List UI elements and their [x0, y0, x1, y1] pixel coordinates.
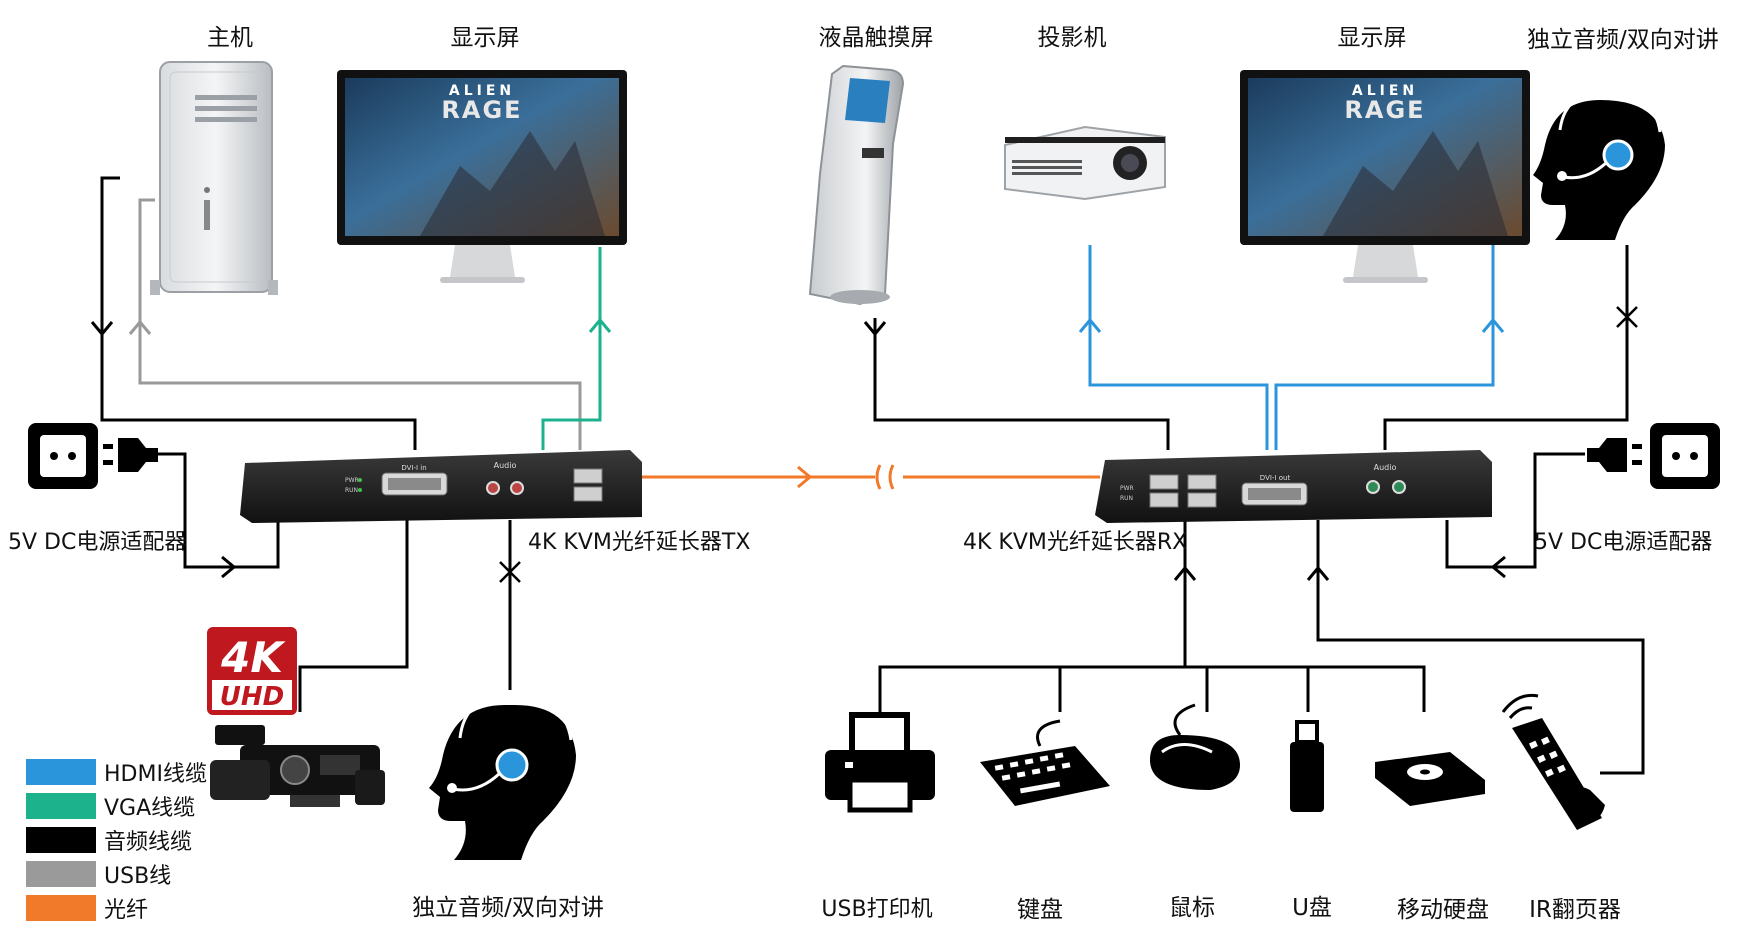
legend-item-vga: VGA线缆	[26, 790, 195, 822]
cable-rx-ir	[1316, 520, 1645, 775]
cables	[90, 176, 1645, 775]
label-host: 主机	[207, 25, 253, 51]
legend-swatch	[26, 827, 96, 853]
cable-usb-bus	[878, 665, 1426, 712]
legend-swatch	[26, 759, 96, 785]
tx-extender-image: DVI-I in PWR RUN Audio	[240, 450, 642, 523]
svg-text:Audio: Audio	[494, 461, 517, 470]
fiber-break	[875, 464, 895, 490]
screen-art-line2: RAGE	[441, 96, 522, 124]
label-ir: IR翻页器	[1529, 897, 1621, 923]
svg-text:4K: 4K	[220, 633, 286, 682]
svg-text:DVI-I out: DVI-I out	[1260, 474, 1291, 482]
label-printer: USB打印机	[821, 897, 933, 922]
projector-image	[1004, 125, 1166, 201]
label-projector: 投影机	[1037, 25, 1107, 51]
hdd-icon	[1375, 752, 1485, 806]
label-headset-rx: 独立音频/双向对讲	[1527, 27, 1719, 53]
cable-power-right	[1445, 452, 1585, 569]
cable-rx-headset	[1383, 245, 1629, 450]
touch-kiosk-image	[808, 64, 905, 306]
cable-tx-monitor-vga	[541, 247, 602, 450]
rx-extender-image: DVI-I out PWR RUN Audio	[1095, 450, 1492, 523]
svg-text:Audio: Audio	[1374, 463, 1397, 472]
monitor-rx-image: ALIEN RAGE	[1240, 70, 1530, 283]
ir-remote-icon	[1501, 693, 1605, 830]
legend-item-usb: USB线	[26, 858, 171, 890]
svg-text:RUN: RUN	[345, 487, 358, 494]
screen-art-line1: ALIEN	[449, 83, 515, 99]
power-right-image	[1587, 423, 1720, 489]
legend-swatch	[26, 793, 96, 819]
host-pc-image	[150, 61, 278, 295]
label-tx-extender: 4K KVM光纤延长器TX	[528, 530, 751, 555]
legend-label: HDMI线缆	[104, 762, 207, 787]
camera-image	[210, 725, 385, 807]
cable-host-tx-usb	[138, 198, 582, 450]
legend-swatch	[26, 895, 96, 921]
monitor-tx-image: ALIEN RAGE	[337, 70, 627, 283]
label-mouse: 鼠标	[1169, 895, 1215, 921]
printer-icon	[825, 712, 935, 813]
label-keyboard: 键盘	[1017, 897, 1063, 923]
udisk-icon	[1290, 720, 1324, 812]
cable-rx-monitor-hdmi	[1274, 245, 1495, 450]
legend-item-hdmi: HDMI线缆	[26, 756, 207, 788]
label-touch-screen: 液晶触摸屏	[818, 25, 934, 51]
legend-label: 音频线缆	[104, 830, 193, 855]
svg-text:PWR: PWR	[1120, 485, 1134, 492]
cable-rx-touch	[873, 318, 1170, 450]
label-hdd: 移动硬盘	[1397, 897, 1489, 923]
headset-tx-image	[429, 694, 576, 860]
4k-uhd-badge: 4K UHD	[207, 627, 297, 715]
svg-text:UHD: UHD	[220, 682, 284, 712]
power-left-image	[28, 423, 158, 489]
screen-art-line2-rx: RAGE	[1344, 96, 1425, 124]
legend-label: USB线	[104, 864, 172, 889]
legend-swatch	[26, 861, 96, 887]
legend-item-fiber: 光纤	[26, 892, 148, 924]
svg-text:RUN: RUN	[1120, 495, 1133, 502]
svg-text:DVI-I in: DVI-I in	[401, 464, 426, 472]
svg-text:PWR: PWR	[345, 477, 359, 484]
label-udisk: U盘	[1292, 895, 1332, 921]
label-rx-extender: 4K KVM光纤延长器RX	[963, 530, 1188, 555]
label-power-right: 5V DC电源适配器	[1534, 530, 1713, 555]
label-monitor-tx: 显示屏	[450, 25, 520, 51]
cable-rx-projector-hdmi	[1088, 245, 1269, 450]
legend-label: 光纤	[104, 898, 149, 923]
cable-host-tx-audio	[100, 176, 417, 450]
legend-label: VGA线缆	[104, 796, 196, 821]
legend-item-audio: 音频线缆	[26, 824, 192, 856]
label-power-left: 5V DC电源适配器	[8, 530, 187, 555]
label-monitor-rx: 显示屏	[1337, 25, 1407, 51]
cable-power-left	[155, 452, 280, 569]
keyboard-icon	[980, 719, 1110, 806]
screen-art-line1-rx: ALIEN	[1352, 83, 1418, 99]
headset-rx-image	[1533, 90, 1665, 240]
label-headset-tx: 独立音频/双向对讲	[412, 895, 604, 921]
cable-tx-camera	[298, 520, 409, 712]
mouse-icon	[1150, 703, 1240, 790]
